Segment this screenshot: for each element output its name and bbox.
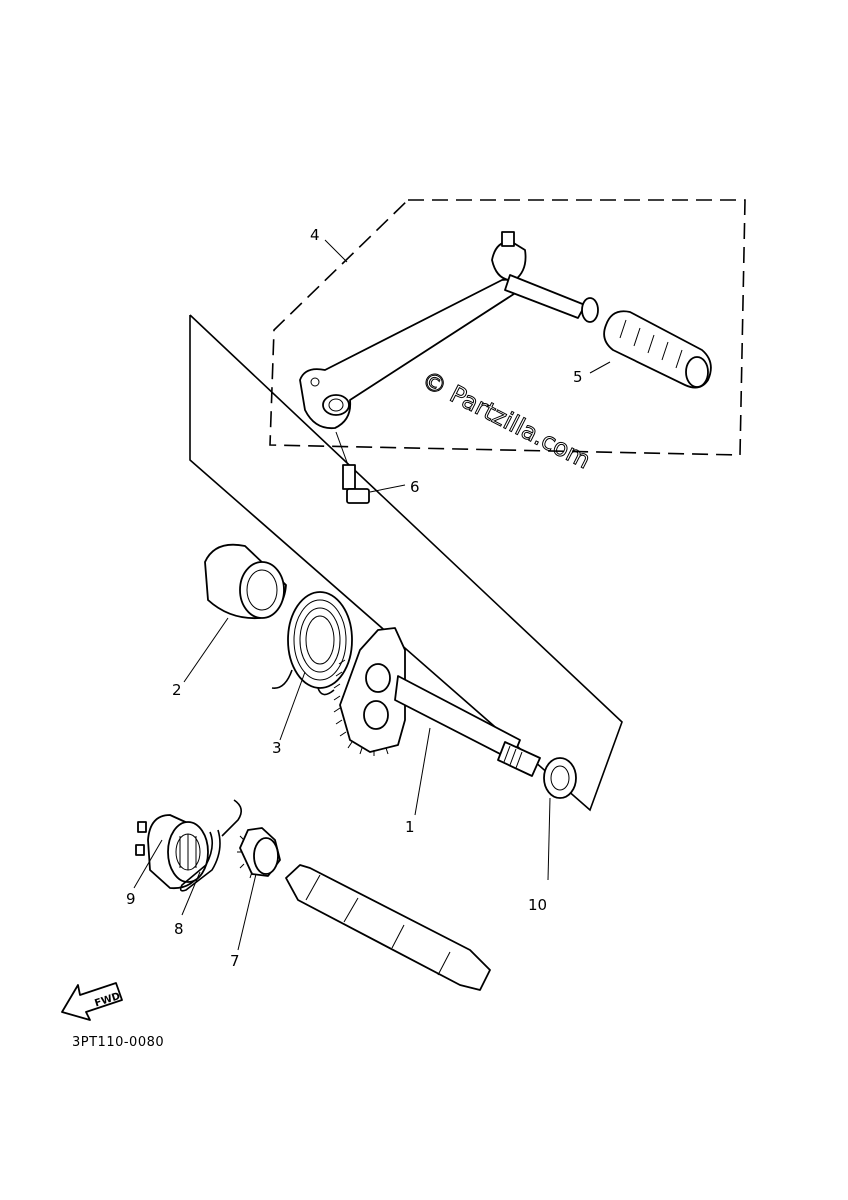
callout-9: 9 xyxy=(126,890,136,908)
spring-clip xyxy=(179,799,242,892)
callout-10: 10 xyxy=(528,896,547,914)
kick-crank-assembly-box xyxy=(269,199,746,456)
kick-pedal-grip xyxy=(603,310,712,389)
callout-5: 5 xyxy=(573,368,583,386)
ratchet xyxy=(135,814,209,890)
leader-lines xyxy=(133,239,611,951)
callout-labels: 4 5 6 2 3 1 10 9 8 7 xyxy=(126,226,583,970)
callout-4: 4 xyxy=(310,226,320,244)
oil-seal xyxy=(543,757,577,799)
shaft-assembly-box xyxy=(189,314,623,812)
torsion-spring xyxy=(271,591,353,696)
bolt xyxy=(335,431,370,504)
watermark: © Partzilla.com xyxy=(417,365,595,474)
callout-7: 7 xyxy=(230,952,240,970)
callout-8: 8 xyxy=(174,920,184,938)
fwd-arrow-icon: FWD xyxy=(61,982,123,1021)
main-shaft xyxy=(285,864,491,991)
kick-crank-lever xyxy=(299,231,599,430)
pinion-gear xyxy=(237,827,281,879)
callout-2: 2 xyxy=(172,681,182,699)
diagram-code: 3PT110-0080 xyxy=(72,1035,164,1050)
collar xyxy=(204,543,287,620)
kick-gear-shaft xyxy=(333,627,541,777)
callout-1: 1 xyxy=(405,818,415,836)
callout-3: 3 xyxy=(272,739,282,757)
callout-6: 6 xyxy=(410,478,420,496)
